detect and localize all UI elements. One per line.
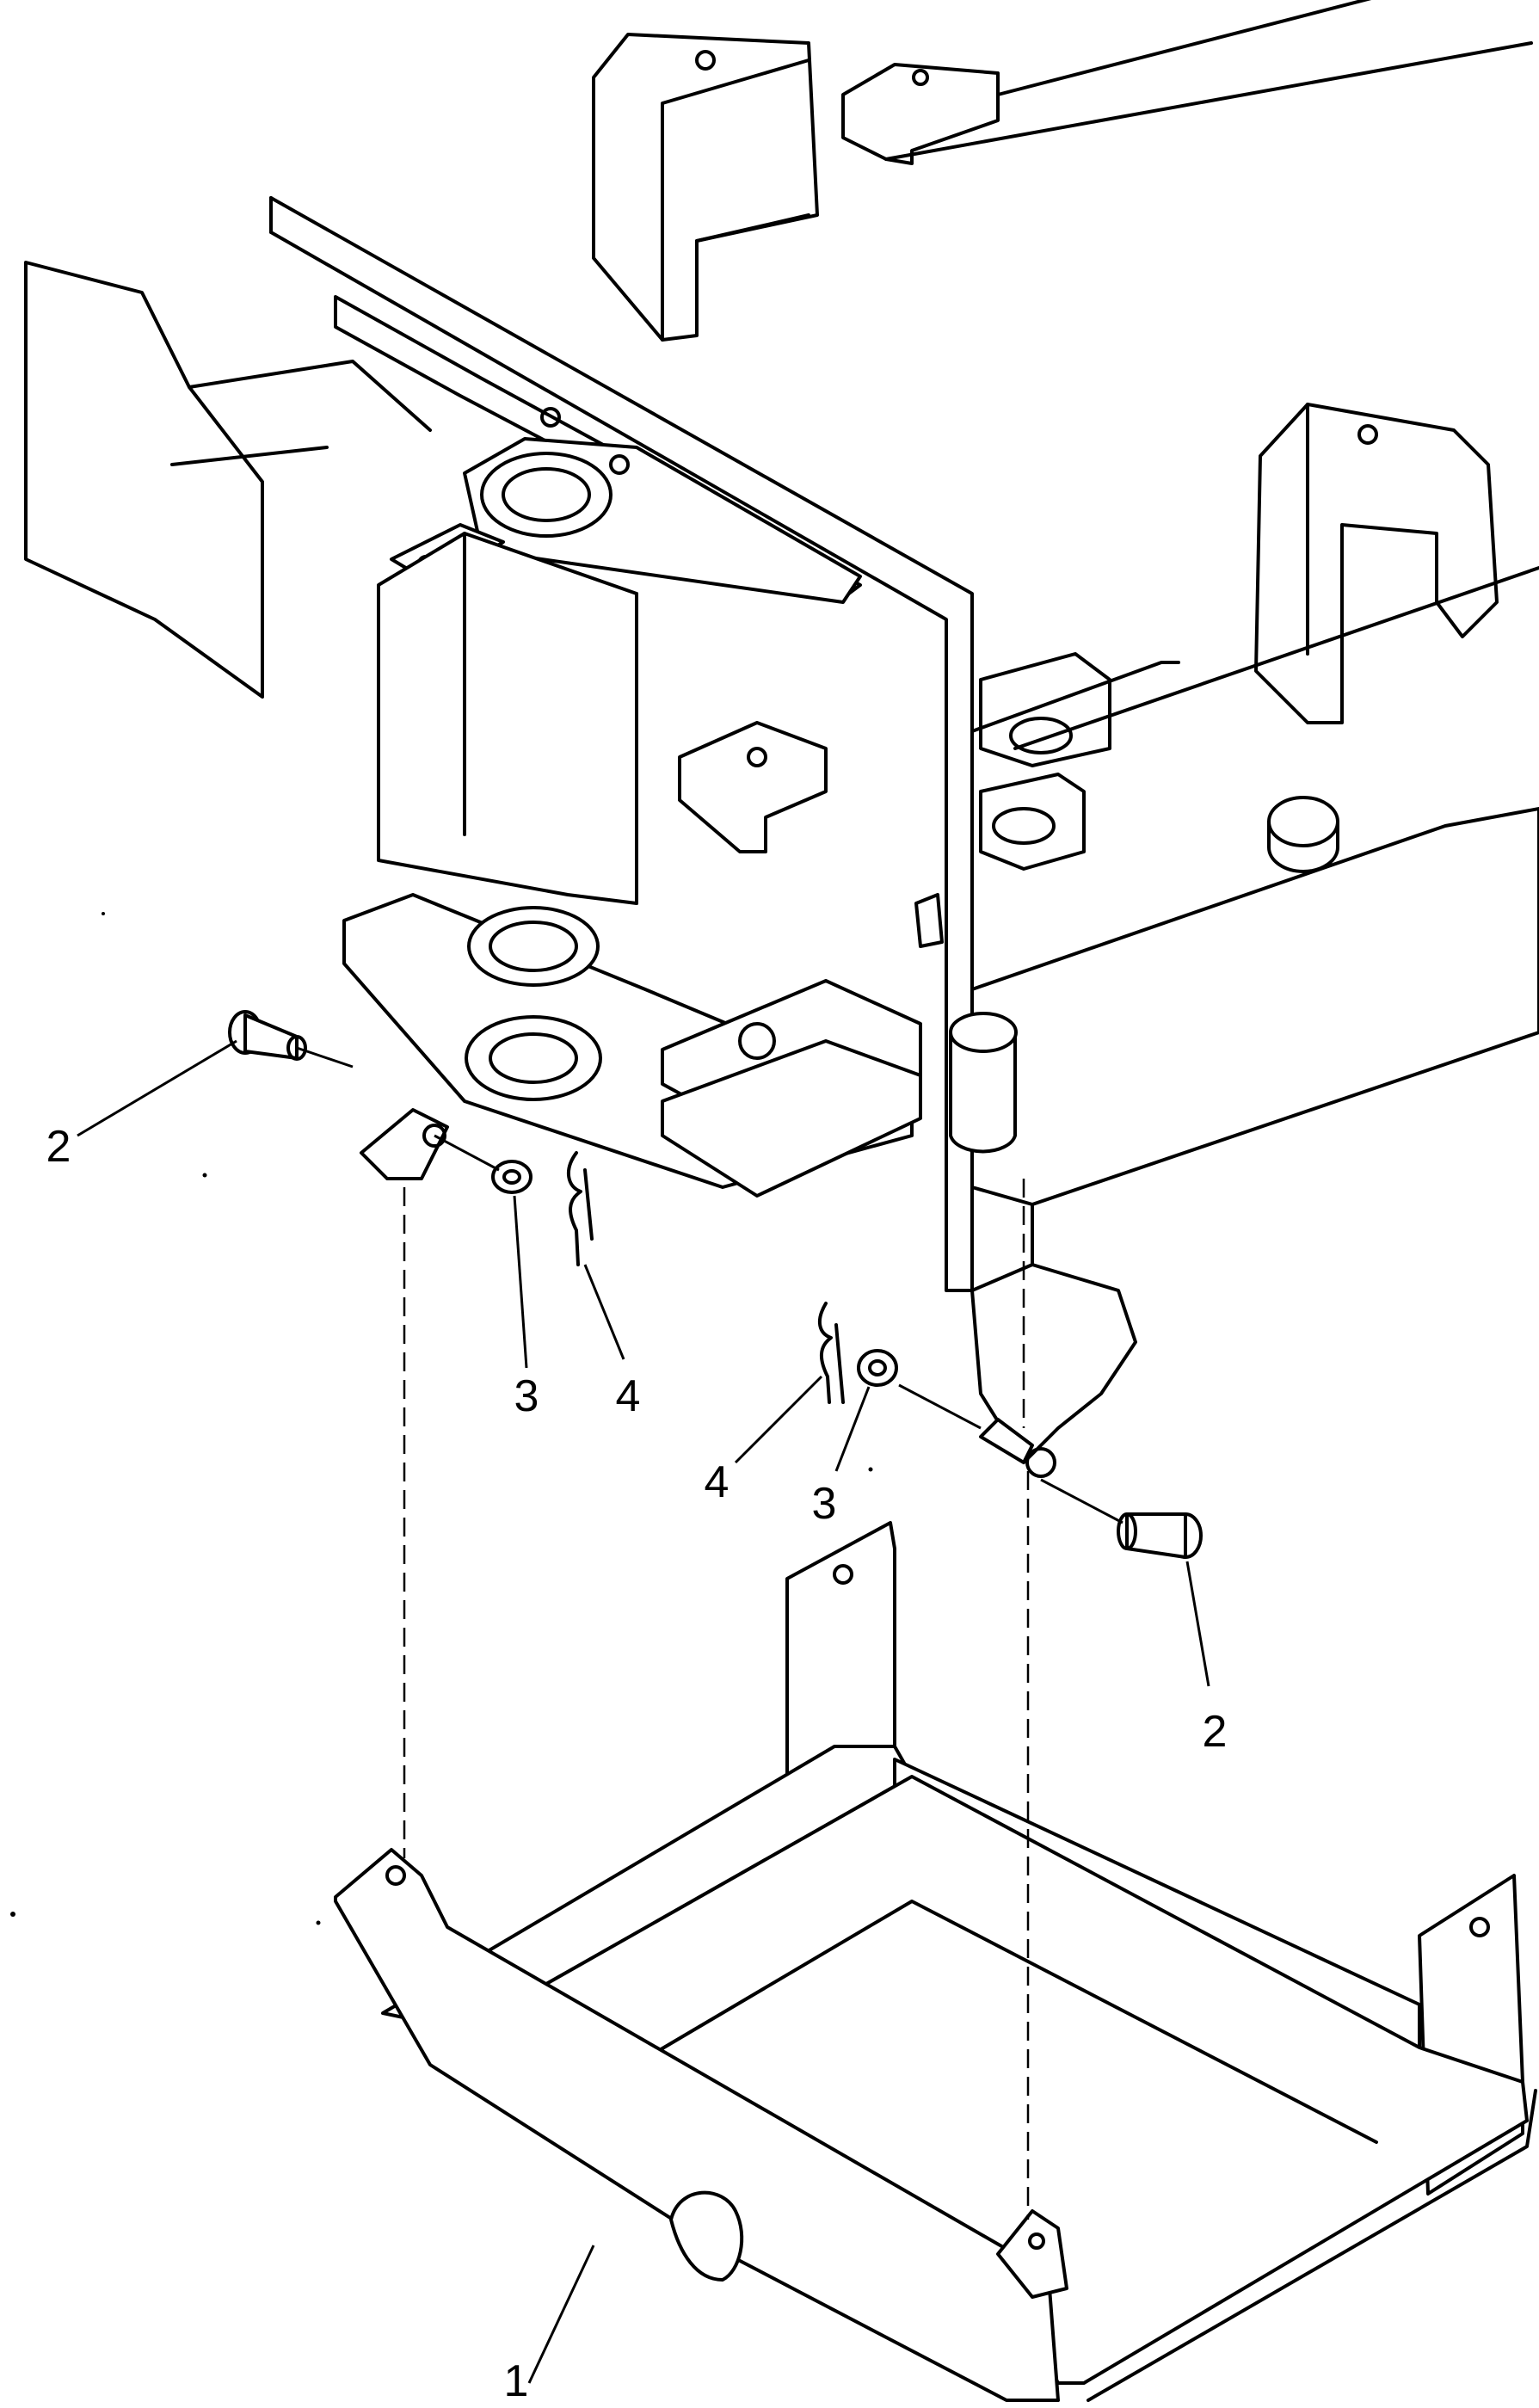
callout-label-3-left: 3: [514, 1371, 539, 1421]
guard-plate: [334, 1521, 1537, 2402]
callout-4-right: 4: [705, 1375, 823, 1507]
callout-2-left: 2: [46, 1039, 237, 1172]
pin-left: [228, 1010, 354, 1069]
speck: [868, 1467, 873, 1472]
clip-left: [567, 1151, 594, 1266]
washer-right: [857, 1349, 982, 1430]
speck: [202, 1173, 207, 1178]
speck: [316, 1920, 321, 1925]
callout-3-right: 3: [812, 1386, 871, 1529]
callout-2-right: 2: [1185, 1561, 1228, 1757]
callout-label-3-right: 3: [812, 1479, 837, 1529]
upper-frame-assembly: [24, 0, 1539, 1478]
clip-right: [817, 1302, 845, 1404]
callout-label-4-left: 4: [616, 1371, 641, 1421]
speck: [10, 1912, 15, 1917]
callout-label-2-right: 2: [1203, 1707, 1228, 1757]
callout-4-left: 4: [583, 1264, 641, 1421]
washer-left: [434, 1134, 532, 1194]
callout-label-4-right: 4: [705, 1457, 729, 1507]
alignment-lines: [403, 1179, 1030, 2220]
callout-3-left: 3: [513, 1195, 539, 1421]
pin-right: [1040, 1478, 1203, 1559]
callout-label-1: 1: [504, 2356, 529, 2406]
speck: [102, 912, 105, 915]
callout-label-2-left: 2: [46, 1122, 71, 1172]
callout-1: 1: [504, 2245, 595, 2406]
